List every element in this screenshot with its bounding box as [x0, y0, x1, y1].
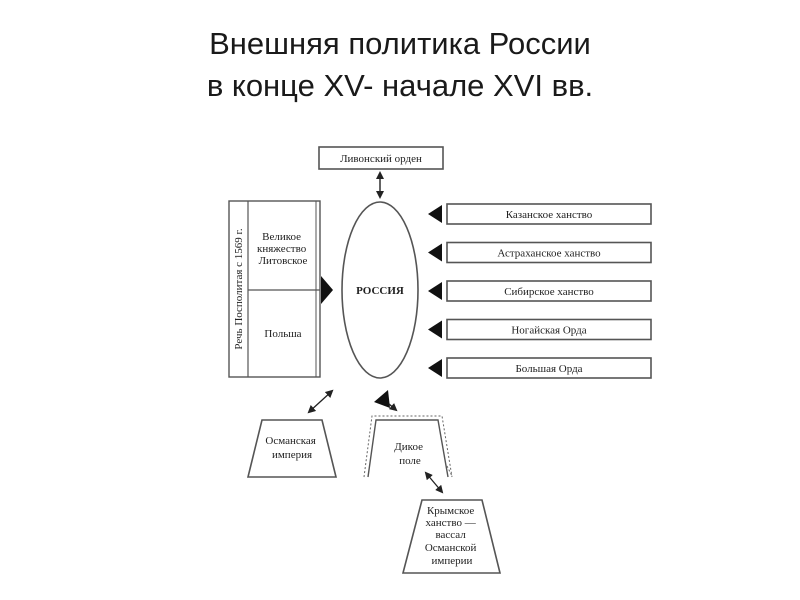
rzeczpospolita-panel: Речь Посполитая с 1569 г. Великое княжес… [228, 200, 321, 378]
wild-field-pointer-triangle [374, 390, 390, 408]
east-pointer-triangle [428, 282, 442, 300]
russia-node: РОССИЯ [341, 201, 419, 379]
crimea-label-line: Османской [425, 542, 477, 554]
east-khanate-node: Астраханское ханство [428, 241, 652, 264]
east-khanate-node: Казанское ханство [428, 203, 652, 225]
ottoman-label-line: Османская [265, 435, 315, 447]
east-pointer-triangle [428, 359, 442, 377]
crimea-label-line: Крымское [427, 505, 474, 517]
ottoman-empire-label: Османская империя [265, 435, 318, 461]
wild-field-dashed-border [363, 415, 453, 478]
east-khanate-box [446, 280, 652, 302]
lithuania-label-line: княжество [257, 243, 307, 255]
russia-wild-field-arrow [388, 403, 398, 412]
crimea-wild-field-arrow [424, 471, 444, 494]
wild-field-label-line: Дикое [394, 441, 423, 453]
east-khanate-label: Астраханское ханство [497, 248, 601, 260]
russia-ellipse [341, 201, 419, 379]
ottoman-russia-arrow [307, 389, 334, 414]
rzeczpospolita-vertical-label: Речь Посполитая с 1569 г. [233, 228, 245, 349]
west-pointer-triangle [321, 276, 333, 304]
crimean-khanate-trapezoid [401, 499, 502, 574]
slide-title-line-1: Внешняя политика России [209, 26, 591, 61]
crimean-khanate-node: Крымское ханство — вассал Османской импе… [401, 499, 502, 574]
east-khanate-label: Казанское ханство [506, 209, 593, 221]
slide-title-line-2: в конце XV- начале XVI вв. [206, 68, 594, 103]
east-khanate-node: Ногайская Орда [428, 318, 652, 341]
east-khanate-node: Сибирское ханство [428, 280, 652, 302]
east-pointer-triangle [428, 205, 442, 223]
lithuania-label: Великое княжество Литовское [257, 231, 309, 267]
ottoman-label-line: империя [272, 449, 312, 461]
wild-field-node: Дикое поле [363, 415, 453, 478]
east-khanate-label: Большая Орда [515, 363, 582, 375]
east-pointer-triangle [428, 243, 442, 262]
east-khanate-label: Сибирское ханство [504, 286, 594, 298]
east-khanate-box [446, 318, 652, 341]
crimea-label-line: вассал [435, 529, 466, 541]
wild-field-label: Дикое поле [394, 441, 425, 467]
east-khanate-label: Ногайская Орда [511, 325, 586, 337]
livonian-order-label: Ливонский орден [340, 153, 422, 165]
lithuania-label-line: Литовское [259, 255, 308, 267]
east-khanate-box [446, 203, 652, 225]
crimean-khanate-label: Крымское ханство — вассал Османской импе… [425, 505, 479, 567]
east-khanate-box [446, 357, 652, 379]
wild-field-dashed-tail [446, 465, 453, 477]
rzeczpospolita-frame [228, 200, 321, 378]
lithuania-label-line: Великое [262, 231, 301, 243]
crimea-label-line: ханство — [426, 517, 477, 529]
livonian-order-box [318, 146, 444, 170]
russia-label: РОССИЯ [356, 285, 404, 297]
wild-field-label-line: поле [399, 455, 421, 467]
ottoman-empire-node: Османская империя [246, 419, 338, 478]
crimea-label-line: империи [432, 555, 473, 567]
livonian-order-node: Ливонский орден [318, 146, 444, 170]
east-pointer-triangle [428, 320, 442, 339]
wild-field-outline [367, 419, 449, 478]
poland-label: Польша [264, 328, 301, 340]
east-khanate-box [446, 241, 652, 264]
ottoman-empire-trapezoid [246, 419, 338, 478]
east-khanate-node: Большая Орда [428, 357, 652, 379]
